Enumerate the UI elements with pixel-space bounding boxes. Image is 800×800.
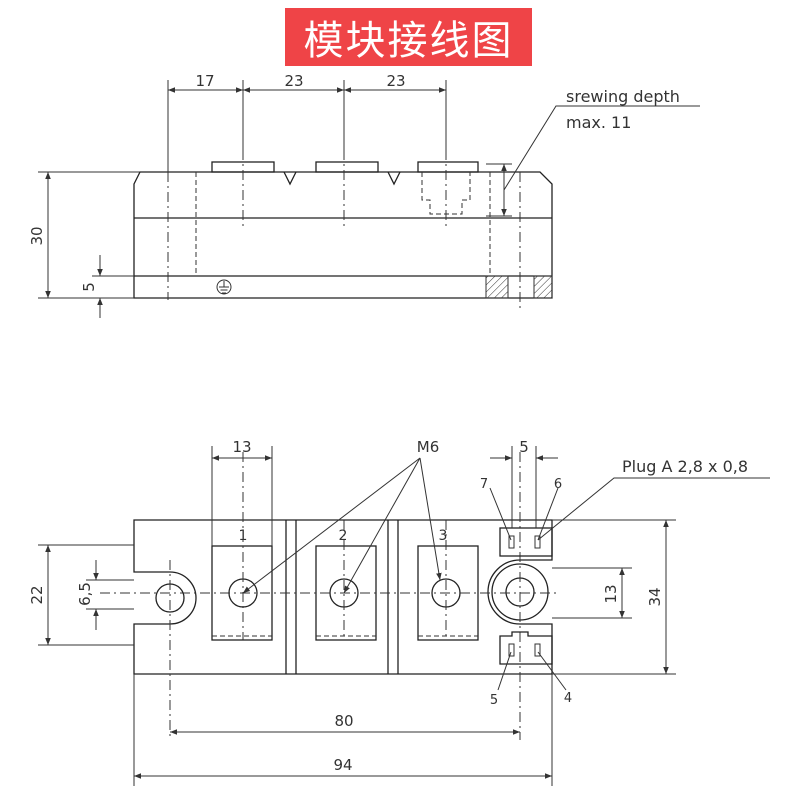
dim-94: 94	[333, 756, 352, 774]
plug-connector-bottom	[499, 631, 553, 665]
m6-leader-1	[242, 457, 421, 594]
dimension-labels: 17 23 23 30 5 srewing depth max. 11 13 5…	[28, 72, 748, 774]
dim-30: 30	[28, 226, 46, 245]
terminal-cap-3	[417, 161, 479, 173]
ground-icon	[216, 279, 232, 295]
m6-leader-3	[419, 457, 442, 581]
dim-13-right: 13	[602, 584, 620, 603]
plug-leader	[537, 477, 770, 541]
dim-22: 22	[28, 585, 46, 604]
pin-5: 5	[490, 693, 498, 708]
note-leader	[503, 105, 700, 191]
m6-label: M6	[417, 438, 440, 456]
module-body-top	[133, 519, 553, 675]
terminal-label-1: 1	[239, 528, 248, 544]
side-view	[38, 80, 700, 318]
pin-6: 6	[554, 477, 562, 492]
hatch-left	[485, 275, 509, 299]
terminal-pad-3	[417, 545, 479, 641]
dim-5-top: 5	[519, 438, 529, 456]
terminal-label-2: 2	[339, 528, 348, 544]
pin-7: 7	[480, 477, 488, 492]
plug-connector-top	[499, 527, 553, 557]
terminal-pad-1	[211, 545, 273, 641]
terminal-label-3: 3	[439, 528, 448, 544]
m6-leader-2	[343, 457, 421, 594]
terminal-cap-2	[315, 161, 379, 173]
diagram-title: 模块接线图	[285, 8, 532, 66]
dim-80: 80	[334, 712, 353, 730]
dim-13-top: 13	[232, 438, 251, 456]
dim-17: 17	[195, 72, 214, 90]
hatch-right	[533, 275, 553, 299]
dim-34: 34	[646, 587, 664, 606]
dim-6-5: 6,5	[76, 582, 94, 606]
top-view	[38, 446, 770, 786]
dim-5-side: 5	[80, 282, 98, 292]
screwing-note-2: max. 11	[566, 113, 631, 132]
plug-label: Plug A 2,8 x 0,8	[622, 457, 748, 476]
screwing-note-1: srewing depth	[566, 87, 680, 106]
pin-4: 4	[564, 691, 572, 706]
dim-23b: 23	[386, 72, 405, 90]
dim-23a: 23	[284, 72, 303, 90]
